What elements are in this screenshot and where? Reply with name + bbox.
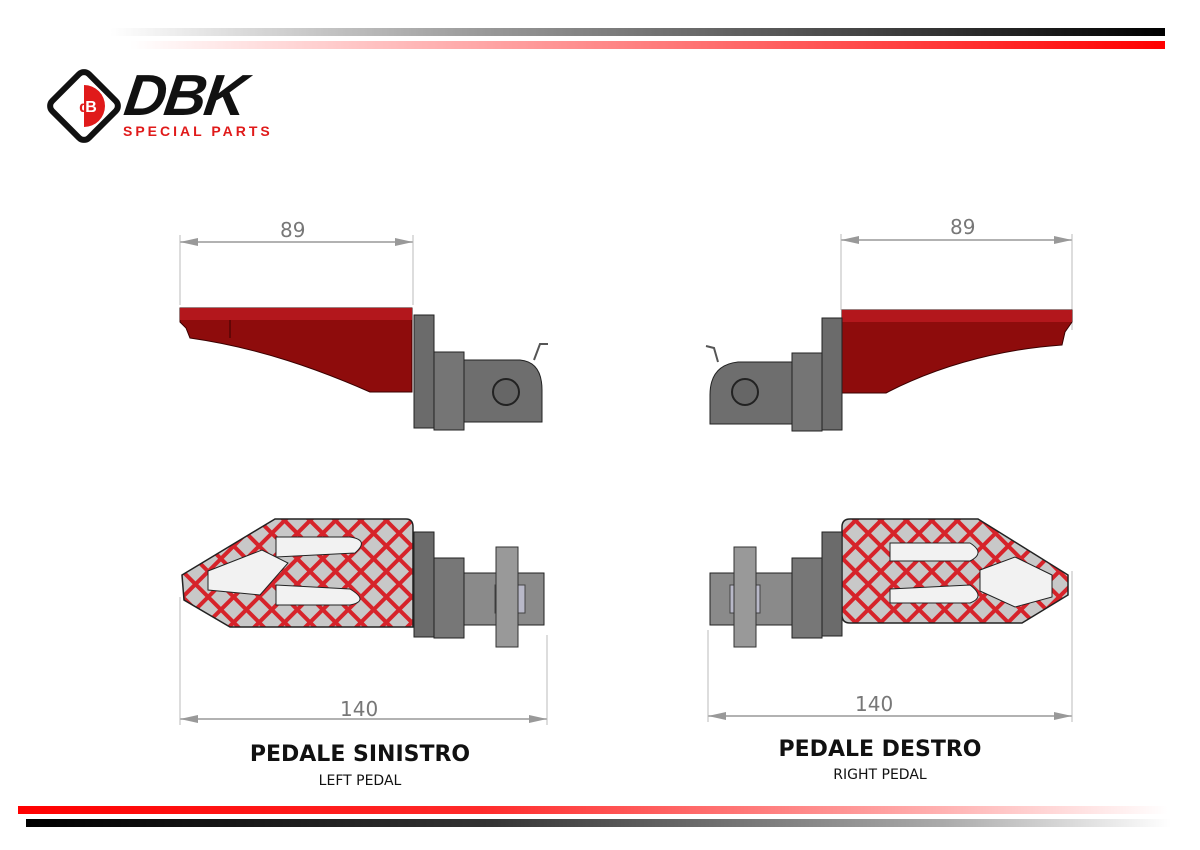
right-pedal-subtitle: RIGHT PEDAL — [833, 767, 927, 783]
right-pedal-side-view — [705, 234, 1073, 432]
left-pedal-top-view — [179, 518, 548, 725]
top-red-stripe — [130, 41, 1165, 49]
right-side-dimension: 89 — [950, 215, 976, 239]
bottom-red-stripe — [18, 806, 1168, 814]
left-top-dimension: 140 — [340, 697, 379, 721]
left-side-dimension: 89 — [280, 218, 306, 242]
svg-text:B: B — [85, 99, 97, 116]
brand-name: DBK — [120, 63, 250, 128]
bottom-black-stripe — [26, 819, 1171, 827]
left-pedal-title: PEDALE SINISTRO — [249, 742, 471, 767]
right-top-dimension: 140 — [855, 692, 894, 716]
top-black-stripe — [110, 28, 1165, 36]
brand-tagline: SPECIAL PARTS — [123, 123, 273, 139]
right-pedal-top-view — [707, 518, 1073, 722]
right-pedal-title: PEDALE DESTRO — [778, 737, 982, 762]
left-pedal-subtitle: LEFT PEDAL — [318, 773, 402, 789]
brand-logo: d B — [44, 66, 324, 146]
left-pedal-side-view — [179, 235, 548, 431]
svg-text:d: d — [79, 99, 89, 116]
dbk-diamond-icon: d B — [47, 69, 121, 143]
